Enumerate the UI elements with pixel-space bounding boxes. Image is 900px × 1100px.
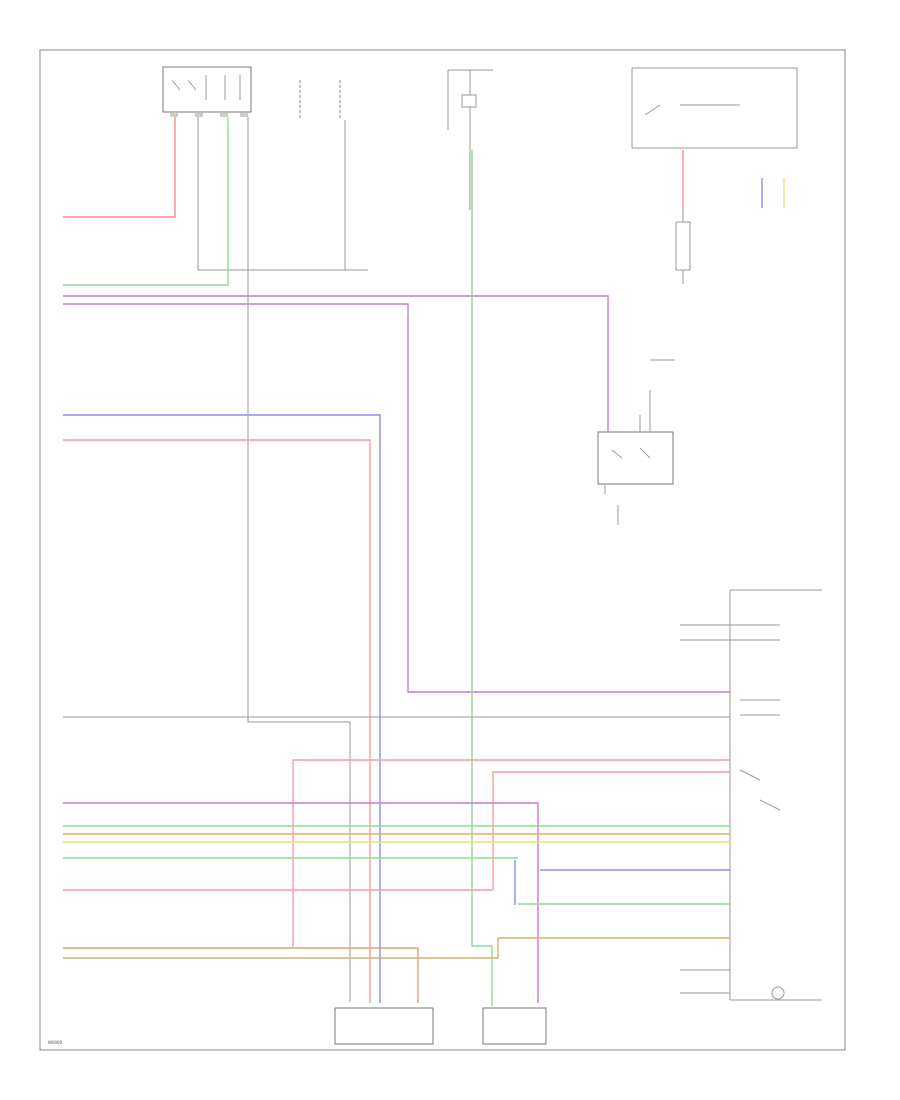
control-module [680, 589, 822, 1001]
wire-gray-long [247, 117, 351, 1002]
wire-pink-b [492, 771, 730, 890]
diagram-frame [39, 49, 846, 1051]
fuse-block [447, 69, 493, 210]
wire-red-long [63, 439, 371, 1003]
wire-green-lower-2 [63, 857, 730, 905]
main-relay [162, 66, 252, 117]
wire-green-relay [63, 117, 229, 286]
wire-gray-relay-a [197, 117, 368, 271]
wire-blue-short [514, 860, 730, 905]
wire-blue-long [63, 414, 381, 1003]
wire-tan-bottom [63, 947, 419, 1003]
starter-relay [597, 359, 675, 525]
wire-tan-bottom-2 [63, 937, 730, 959]
footer-code: W0000 [48, 1040, 63, 1045]
wire-purple-lower [63, 802, 539, 1003]
wire-purple-starter [63, 295, 609, 432]
bottom-connector-left [334, 1007, 434, 1045]
wire-purple-3 [63, 303, 730, 693]
wire-red-relay [63, 117, 176, 218]
power-distribution-dashed [299, 80, 341, 120]
bottom-connector-right [482, 1007, 547, 1045]
battery-module [631, 67, 798, 284]
wire-pink-a [292, 759, 730, 948]
wire-green-vertical [471, 150, 493, 1006]
